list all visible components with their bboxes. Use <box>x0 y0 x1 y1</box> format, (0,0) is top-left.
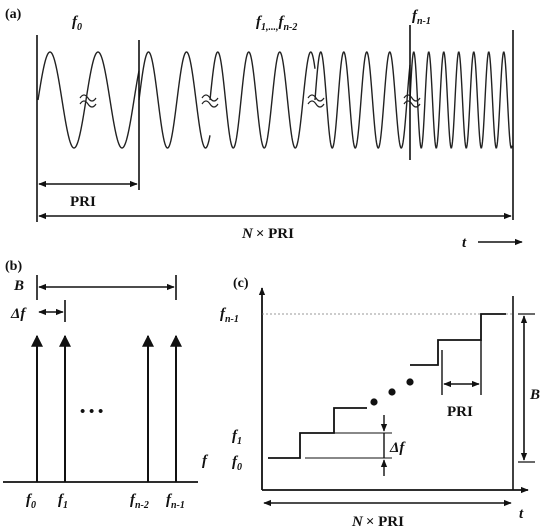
waveform-segment-1 <box>37 51 140 149</box>
tick-label-fn2: fn-2 <box>130 492 149 511</box>
freq-label-f1-fn2: f1,...,fn-2 <box>256 14 297 33</box>
t-label-c: t <box>519 506 524 522</box>
waveform-segment-3 <box>209 51 316 149</box>
break-mark-2 <box>201 94 219 108</box>
break-marks <box>79 94 421 108</box>
staircase-dot-2 <box>388 388 396 396</box>
break-mark-3 <box>307 94 325 108</box>
waveform-segment-4 <box>314 51 411 149</box>
y-label-fn1: fn-1 <box>220 306 239 325</box>
panel-a: (a) f0 f1,...,fn-2 fn-1 PRI N× PRI t <box>5 7 523 251</box>
waveform-segment-2 <box>138 51 211 149</box>
panel-c: (c) t fn-1 f1 f0 PRI Δf <box>220 276 540 530</box>
y-label-f0: f0 <box>232 454 242 473</box>
tick-label-f1: f1 <box>58 492 68 511</box>
t-label-a: t <box>462 235 467 251</box>
freq-label-fn1: fn-1 <box>412 8 431 27</box>
delta-f-label-c: Δf <box>389 440 406 456</box>
freq-label-f0: f0 <box>72 14 82 33</box>
ellipsis-b: • • • <box>80 404 103 420</box>
pri-label-c: PRI <box>447 404 473 420</box>
b-label: B <box>13 278 24 294</box>
waveform-segment-5 <box>409 51 513 149</box>
pri-label: PRI <box>70 194 96 210</box>
panel-c-label: (c) <box>233 276 249 291</box>
b-label-c: B <box>529 387 540 403</box>
break-mark-4 <box>403 94 421 108</box>
f-axis-label: f <box>202 453 209 469</box>
panel-b: (b) B Δf • • • f f0 f1 fn-2 fn-1 <box>3 259 209 511</box>
panel-b-label: (b) <box>5 259 22 274</box>
panel-a-label: (a) <box>5 7 22 22</box>
tick-label-f0: f0 <box>26 492 36 511</box>
break-mark-1 <box>79 94 97 108</box>
delta-f-label-b: Δf <box>10 306 27 322</box>
staircase-dot-1 <box>370 398 378 406</box>
staircase-dot-3 <box>406 378 414 386</box>
npri-label-c: N× PRI <box>351 514 404 530</box>
y-label-f1: f1 <box>232 428 242 447</box>
npri-label: N× PRI <box>241 226 294 242</box>
waveform <box>37 51 513 149</box>
staircase-upper <box>410 313 506 366</box>
tick-label-fn1: fn-1 <box>166 492 185 511</box>
